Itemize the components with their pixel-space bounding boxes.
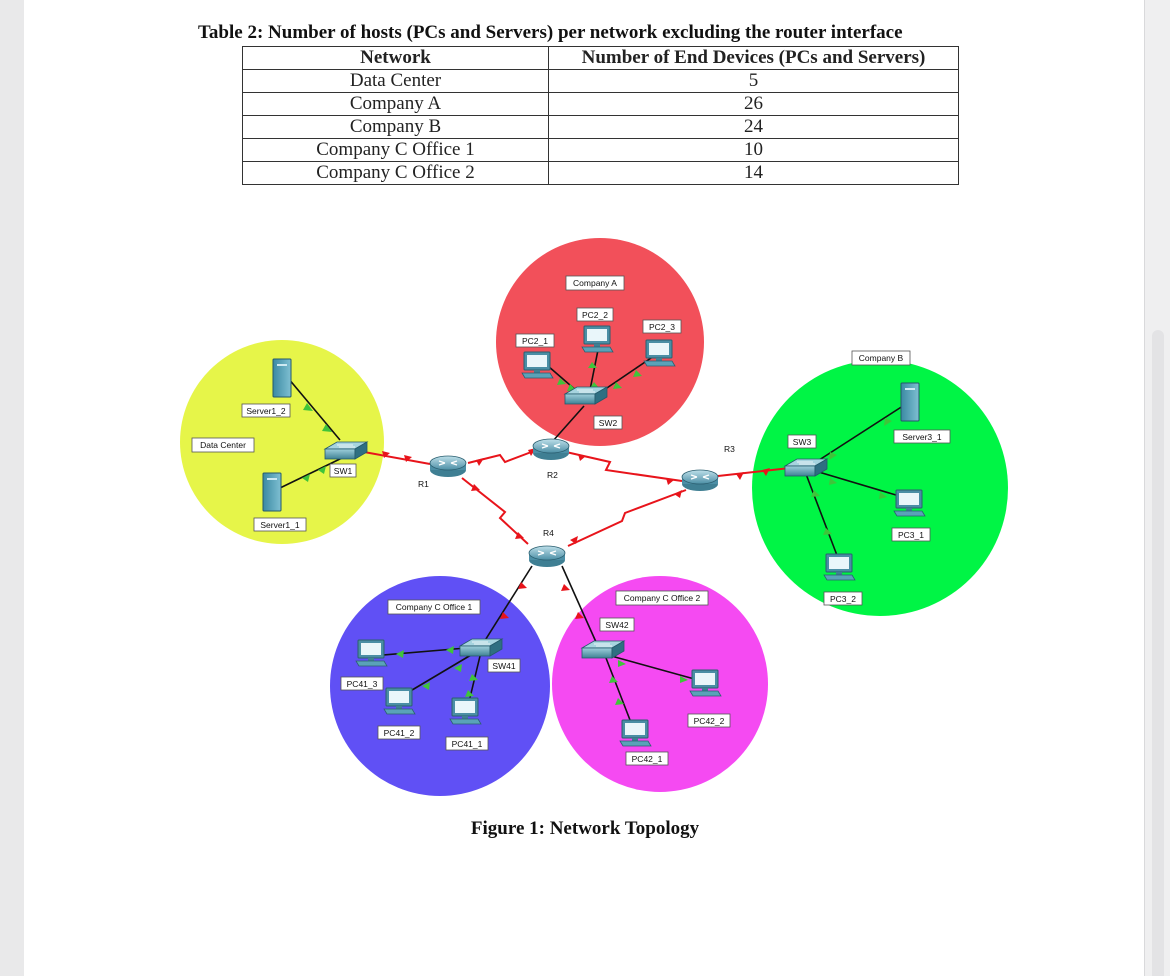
- svg-text:SW1: SW1: [334, 466, 353, 476]
- pc-2-2[interactable]: [581, 325, 614, 353]
- table-title: Table 2: Number of hosts (PCs and Server…: [198, 22, 903, 43]
- ethernet-link-r3-sw3: [717, 467, 791, 477]
- label-pc42-1: PC42_1: [625, 751, 669, 766]
- network-cell: Data Center: [242, 69, 549, 93]
- label-company-b: Company B: [851, 350, 911, 366]
- ethernet-link-r1-sw1: [363, 451, 431, 465]
- svg-text:PC41_1: PC41_1: [452, 739, 483, 749]
- server-1-2[interactable]: [272, 358, 292, 398]
- label-r2: R2: [547, 470, 558, 480]
- svg-text:PC42_2: PC42_2: [694, 716, 725, 726]
- table-row: Data Center 5: [242, 69, 959, 93]
- table-header-row: Network Number of End Devices (PCs and S…: [242, 46, 959, 70]
- label-office2: Company C Office 2: [615, 590, 709, 606]
- label-pc3-1: PC3_1: [891, 527, 931, 542]
- label-pc2-2: PC2_2: [576, 307, 614, 322]
- figure-caption: Figure 1: Network Topology: [470, 818, 700, 839]
- label-server1-1: Server1_1: [253, 517, 307, 532]
- svg-text:PC41_3: PC41_3: [347, 679, 378, 689]
- label-sw42: SW42: [599, 617, 635, 632]
- router-r4[interactable]: [528, 545, 566, 568]
- serial-link-r1-r2: [467, 450, 535, 464]
- router-r2[interactable]: [532, 438, 570, 461]
- svg-text:Company C Office 1: Company C Office 1: [396, 602, 473, 612]
- svg-text:PC2_1: PC2_1: [522, 336, 548, 346]
- router-r3[interactable]: [681, 469, 719, 492]
- label-data-center: Data Center: [191, 437, 255, 453]
- pc-41-3[interactable]: [355, 639, 388, 667]
- pc-2-3[interactable]: [643, 339, 676, 367]
- company-b-area: [752, 360, 1008, 616]
- table-row: Company B 24: [242, 115, 959, 139]
- svg-text:Company B: Company B: [859, 353, 904, 363]
- column-header-network: Network: [242, 46, 549, 70]
- serial-link-r3-r4: [567, 489, 687, 547]
- label-r1: R1: [418, 479, 429, 489]
- label-pc2-1: PC2_1: [515, 333, 555, 348]
- label-pc41-1: PC41_1: [445, 736, 489, 751]
- table-row: Company C Office 2 14: [242, 161, 959, 185]
- pc-41-1[interactable]: [449, 697, 482, 725]
- label-pc41-2: PC41_2: [377, 725, 421, 740]
- svg-text:PC42_1: PC42_1: [632, 754, 663, 764]
- office1-area: [330, 576, 550, 796]
- label-r3: R3: [724, 444, 735, 454]
- ethernet-links: [279, 349, 907, 721]
- svg-text:SW3: SW3: [793, 437, 812, 447]
- label-pc2-3: PC2_3: [642, 319, 682, 334]
- pc-41-2[interactable]: [383, 687, 416, 715]
- pc-42-2[interactable]: [689, 669, 722, 697]
- network-cell: Company C Office 2: [242, 161, 549, 185]
- serial-link-r2-r3: [565, 451, 683, 482]
- serial-link-r1-r4: [461, 477, 529, 545]
- scrollbar-track[interactable]: [1152, 330, 1164, 976]
- label-pc41-3: PC41_3: [340, 676, 384, 691]
- label-sw2: SW2: [593, 415, 623, 430]
- label-server3-1: Server3_1: [893, 429, 951, 444]
- hosts-table: Network Number of End Devices (PCs and S…: [242, 46, 959, 185]
- pc-3-2[interactable]: [823, 553, 856, 581]
- server-3-1[interactable]: [900, 382, 920, 422]
- table-row: Company A 26: [242, 92, 959, 116]
- svg-text:PC3_1: PC3_1: [898, 530, 924, 540]
- label-r4: R4: [543, 528, 554, 538]
- port-status-indicators: [302, 362, 892, 705]
- svg-text:Company A: Company A: [573, 278, 617, 288]
- devices-cell: 14: [548, 161, 959, 185]
- label-sw3: SW3: [787, 434, 817, 449]
- svg-text:PC2_2: PC2_2: [582, 310, 608, 320]
- network-cell: Company C Office 1: [242, 138, 549, 162]
- svg-text:SW41: SW41: [492, 661, 515, 671]
- label-server1-2: Server1_2: [241, 403, 291, 418]
- svg-text:SW42: SW42: [605, 620, 628, 630]
- pc-2-1[interactable]: [521, 351, 554, 379]
- svg-text:Server1_1: Server1_1: [260, 520, 299, 530]
- label-pc3-2: PC3_2: [823, 591, 863, 606]
- svg-text:Server3_1: Server3_1: [902, 432, 941, 442]
- svg-text:Company C Office 2: Company C Office 2: [624, 593, 701, 603]
- svg-text:Data Center: Data Center: [200, 440, 246, 450]
- svg-text:PC3_2: PC3_2: [830, 594, 856, 604]
- svg-text:PC41_2: PC41_2: [384, 728, 415, 738]
- server-1-1[interactable]: [262, 472, 282, 512]
- pc-42-1[interactable]: [619, 719, 652, 747]
- svg-text:SW2: SW2: [599, 418, 618, 428]
- data-center-area: [180, 340, 384, 544]
- label-sw1: SW1: [329, 463, 357, 478]
- serial-port-indicators: [382, 448, 770, 619]
- serial-links: [363, 450, 791, 547]
- label-company-a: Company A: [565, 275, 625, 291]
- label-pc42-2: PC42_2: [687, 713, 731, 728]
- router-r1[interactable]: [429, 455, 467, 478]
- network-cell: Company A: [242, 92, 549, 116]
- devices-cell: 24: [548, 115, 959, 139]
- label-office1: Company C Office 1: [387, 599, 481, 615]
- svg-text:PC2_3: PC2_3: [649, 322, 675, 332]
- table-row: Company C Office 1 10: [242, 138, 959, 162]
- pc-3-1[interactable]: [893, 489, 926, 517]
- svg-text:Server1_2: Server1_2: [246, 406, 285, 416]
- label-sw41: SW41: [487, 658, 521, 673]
